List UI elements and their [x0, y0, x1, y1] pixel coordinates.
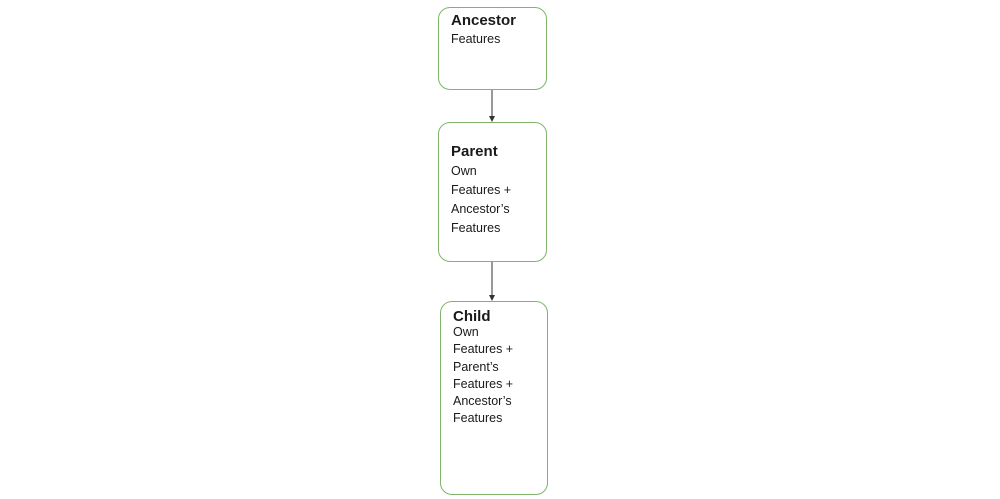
- ancestor-title: Ancestor: [451, 12, 517, 29]
- parent-line-2: Features +: [451, 183, 512, 197]
- parent-line-4: Features: [451, 221, 501, 235]
- parent-title: Parent: [451, 143, 498, 160]
- parent-line-3: Ancestor’s: [451, 202, 510, 216]
- child-line-1: Own: [453, 325, 479, 339]
- child-node: Child Own Features + Parent’s Features +…: [440, 301, 548, 495]
- child-title: Child: [453, 308, 491, 325]
- child-line-2: Features +: [453, 342, 514, 357]
- parent-node: Parent Own Features + Ancestor’s Feature…: [438, 122, 547, 262]
- child-line-3: Parent’s: [453, 359, 499, 374]
- ancestor-line-1: Features: [451, 32, 501, 46]
- ancestor-node: Ancestor Features: [438, 7, 547, 90]
- child-line-5: Ancestor’s: [453, 394, 512, 409]
- child-line-6: Features: [453, 411, 503, 426]
- parent-line-1: Own: [451, 164, 477, 178]
- child-line-4: Features +: [453, 376, 514, 391]
